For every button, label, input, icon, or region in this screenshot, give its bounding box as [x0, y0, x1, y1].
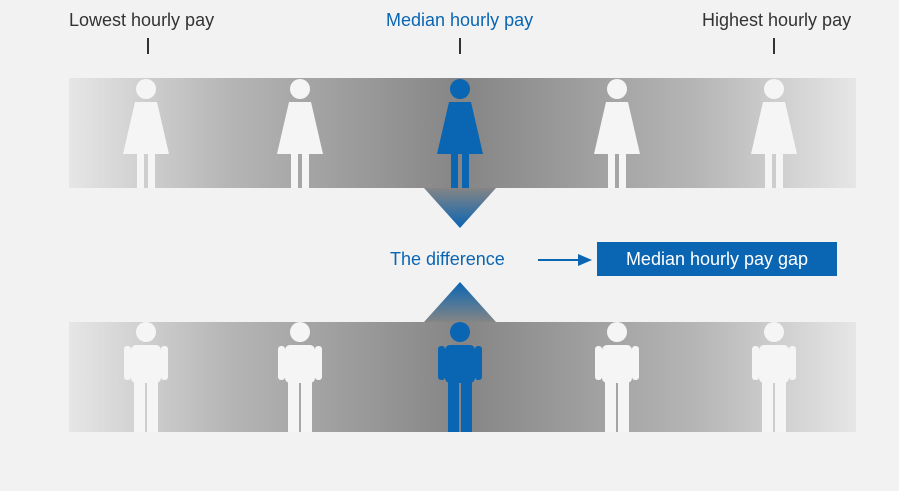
man-icon-highlighted [438, 322, 482, 432]
man-icon [752, 322, 796, 432]
lowest-pay-label: Lowest hourly pay [69, 10, 215, 30]
connector-up-triangle [424, 282, 496, 322]
man-icon [278, 322, 322, 432]
arrow-right-icon [538, 254, 592, 266]
median-pay-label: Median hourly pay [386, 10, 534, 30]
man-icon [124, 322, 168, 432]
man-icon [595, 322, 639, 432]
median-pay-gap-box: Median hourly pay gap [597, 242, 837, 276]
woman-icon [123, 79, 169, 188]
connector-down-triangle [424, 188, 496, 228]
woman-icon [751, 79, 797, 188]
median-pay-marker [459, 38, 461, 54]
women-pay-band [69, 78, 856, 188]
difference-label: The difference [390, 249, 505, 269]
woman-icon [594, 79, 640, 188]
highest-pay-label: Highest hourly pay [702, 10, 852, 30]
woman-icon-highlighted [437, 79, 483, 188]
highest-pay-marker [773, 38, 775, 54]
men-pay-band [69, 322, 856, 432]
lowest-pay-marker [147, 38, 149, 54]
woman-icon [277, 79, 323, 188]
